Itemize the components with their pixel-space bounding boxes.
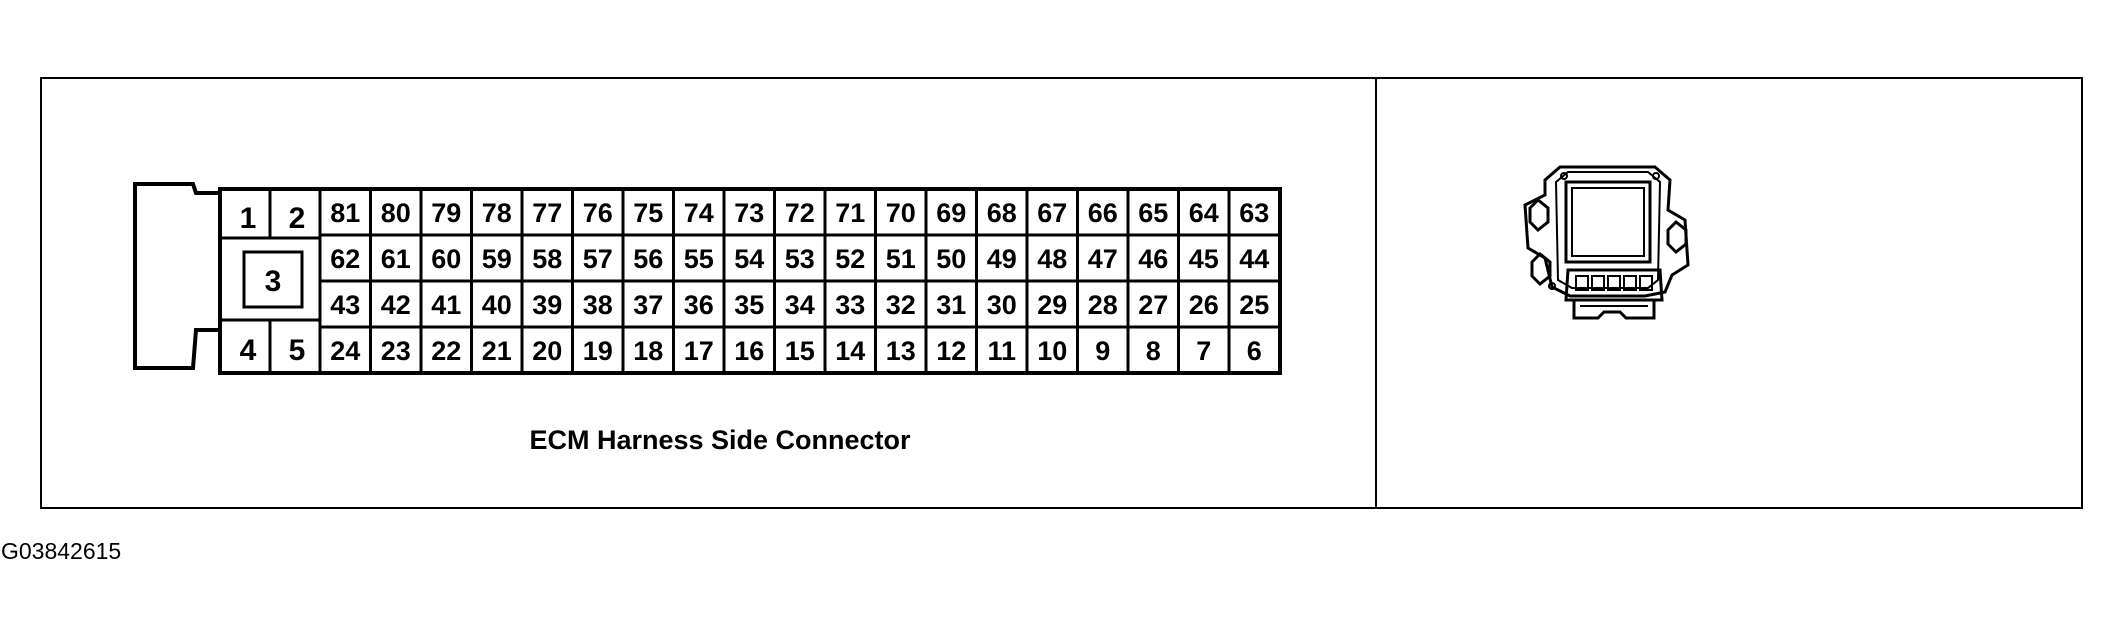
pin-45: 45: [1189, 244, 1219, 274]
pin-cell-6: [1227, 325, 1281, 375]
pin-40: 40: [482, 290, 512, 320]
pin-35: 35: [734, 290, 764, 320]
pin-60: 60: [431, 244, 461, 274]
pin-18: 18: [633, 336, 663, 366]
figure-frame: [40, 77, 2083, 509]
pin-37: 37: [633, 290, 663, 320]
pin-78: 78: [482, 198, 512, 228]
pin-75: 75: [633, 198, 663, 228]
pin-21: 21: [482, 336, 512, 366]
pin-80: 80: [381, 198, 411, 228]
pin-12: 12: [936, 336, 966, 366]
pin-29: 29: [1037, 290, 1067, 320]
pin-25: 25: [1239, 290, 1269, 320]
figure-id: G03842615: [1, 538, 122, 564]
panel-divider: [1375, 77, 1377, 509]
pin-65: 65: [1138, 198, 1168, 228]
pin-51: 51: [886, 244, 916, 274]
pin-7: 7: [1196, 336, 1211, 366]
pin-6: 6: [1247, 336, 1262, 366]
pin-11: 11: [987, 336, 1016, 366]
pin-44: 44: [1239, 244, 1269, 274]
pin-73: 73: [734, 198, 764, 228]
pin-58: 58: [532, 244, 562, 274]
pin-10: 10: [1037, 336, 1067, 366]
pin-33: 33: [835, 290, 865, 320]
pin-26: 26: [1189, 290, 1219, 320]
pin-81: 81: [330, 198, 360, 228]
pin-69: 69: [936, 198, 966, 228]
pin-62: 62: [330, 244, 360, 274]
pin-34: 34: [785, 290, 815, 320]
pin-61: 61: [381, 244, 411, 274]
pin-32: 32: [886, 290, 916, 320]
pin-43: 43: [330, 290, 360, 320]
pin-79: 79: [431, 198, 461, 228]
pin-17: 17: [684, 336, 714, 366]
pin-49: 49: [987, 244, 1017, 274]
pin-41: 41: [431, 290, 461, 320]
pin-53: 53: [785, 244, 815, 274]
pin-31: 31: [936, 290, 966, 320]
pin-16: 16: [734, 336, 764, 366]
pin-72: 72: [785, 198, 815, 228]
pin-22: 22: [431, 336, 461, 366]
pin-77: 77: [532, 198, 562, 228]
pin-64: 64: [1189, 198, 1219, 228]
pin-70: 70: [886, 198, 916, 228]
connector-lock-tab: [133, 182, 220, 370]
pin-50: 50: [936, 244, 966, 274]
pin-68: 68: [987, 198, 1017, 228]
pin-9: 9: [1095, 336, 1110, 366]
pin-47: 47: [1088, 244, 1118, 274]
pin-76: 76: [583, 198, 613, 228]
pin-66: 66: [1088, 198, 1118, 228]
pin-59: 59: [482, 244, 512, 274]
pin-20: 20: [532, 336, 562, 366]
diagram-caption: ECM Harness Side Connector: [529, 425, 911, 455]
pin-48: 48: [1037, 244, 1067, 274]
pin-55: 55: [684, 244, 714, 274]
pin-38: 38: [583, 290, 613, 320]
pin-42: 42: [381, 290, 411, 320]
ecm-clear-area: [1470, 135, 2030, 445]
pin-39: 39: [532, 290, 562, 320]
pin-8: 8: [1146, 336, 1161, 366]
pin-3: 3: [265, 265, 282, 298]
pin-52: 52: [835, 244, 865, 274]
pin-74: 74: [684, 198, 714, 228]
pin-24: 24: [330, 336, 360, 366]
ecm-assembly: [1523, 165, 1690, 320]
pin-13: 13: [886, 336, 916, 366]
pin-28: 28: [1088, 290, 1118, 320]
pin-5: 5: [289, 334, 306, 367]
pin-63: 63: [1239, 198, 1269, 228]
pin-1: 1: [240, 202, 257, 235]
pin-4: 4: [240, 334, 257, 367]
pin-57: 57: [583, 244, 613, 274]
pin-30: 30: [987, 290, 1017, 320]
pin-56: 56: [633, 244, 663, 274]
pin-19: 19: [583, 336, 613, 366]
pin-27: 27: [1138, 290, 1168, 320]
pin-67: 67: [1037, 198, 1067, 228]
pin-46: 46: [1138, 244, 1168, 274]
pin-71: 71: [835, 198, 865, 228]
pin-23: 23: [381, 336, 411, 366]
pin-36: 36: [684, 290, 714, 320]
pin-54: 54: [734, 244, 764, 274]
pin-2: 2: [289, 202, 306, 235]
pin-15: 15: [785, 336, 815, 366]
pin-14: 14: [835, 336, 865, 366]
